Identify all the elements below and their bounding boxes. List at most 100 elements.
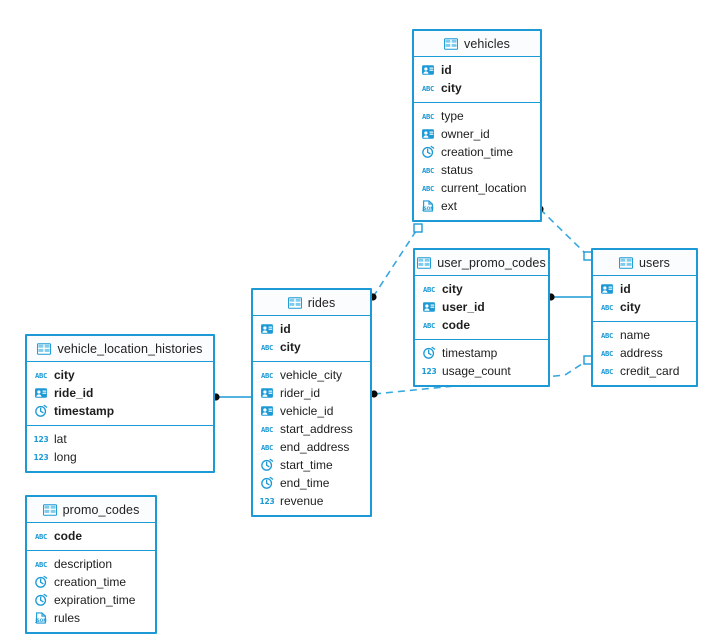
primary-key-field-timestamp[interactable]: timestamp [27,402,213,420]
svg-text:123: 123 [34,453,48,462]
field-label: start_time [280,458,333,472]
field-end_time[interactable]: end_time [253,474,370,492]
field-owner_id[interactable]: owner_id [414,125,540,143]
field-description[interactable]: ABC description [27,555,155,573]
primary-key-field-user_id[interactable]: user_id [415,298,548,316]
field-label: code [54,529,83,543]
field-label: address [620,346,663,360]
svg-text:JSON: JSON [34,618,46,623]
entity-header-vehicles[interactable]: vehicles [414,31,540,57]
entity-header-users[interactable]: users [593,250,696,276]
svg-text:ABC: ABC [261,371,273,380]
id-card-icon [35,388,47,398]
field-label: city [620,300,641,314]
entity-title: users [638,255,671,270]
field-label: creation_time [441,145,514,159]
primary-key-field-code[interactable]: ABC code [415,316,548,334]
field-label: end_address [280,440,350,454]
field-label: id [280,322,291,336]
field-timestamp[interactable]: timestamp [415,344,548,362]
entity-header-vehicle_location_histories[interactable]: vehicle_location_histories [27,336,213,362]
entity-header-promo_codes[interactable]: promo_codes [27,497,155,523]
field-rider_id[interactable]: rider_id [253,384,370,402]
field-label: city [54,368,75,382]
clock-icon [422,145,435,158]
svg-text:ABC: ABC [261,425,273,434]
field-label: code [442,318,471,332]
field-label: rider_id [280,386,321,400]
id-card-icon [423,302,435,312]
primary-key-field-id[interactable]: id [593,280,696,298]
entity-header-rides[interactable]: rides [253,290,370,316]
id-card-icon [261,324,273,334]
abc-icon: ABC [35,371,47,380]
field-label: usage_count [442,364,511,378]
field-start_time[interactable]: start_time [253,456,370,474]
table-icon [42,503,57,516]
relationship-rel-upc-users[interactable] [547,293,591,301]
123-icon: 123 [34,453,48,462]
field-vehicle_id[interactable]: vehicle_id [253,402,370,420]
field-label: lat [54,432,67,446]
field-creation_time[interactable]: creation_time [27,573,155,591]
entity-title: promo_codes [62,502,140,517]
table-icon [417,256,432,269]
field-label: description [54,557,113,571]
abc-icon: ABC [423,321,435,330]
field-expiration_time[interactable]: expiration_time [27,591,155,609]
field-creation_time[interactable]: creation_time [414,143,540,161]
field-rules[interactable]: JSON rules [27,609,155,627]
primary-key-field-id[interactable]: id [253,320,370,338]
abc-icon: ABC [261,443,273,452]
field-label: expiration_time [54,593,136,607]
field-label: id [620,282,631,296]
id-card-icon [422,65,434,75]
svg-text:ABC: ABC [422,112,434,121]
primary-key-field-ride_id[interactable]: ride_id [27,384,213,402]
field-end_address[interactable]: ABC end_address [253,438,370,456]
clock-icon [423,346,436,359]
abc-icon: ABC [422,112,434,121]
field-label: rules [54,611,81,625]
field-label: city [442,282,463,296]
field-label: city [280,340,301,354]
relationship-rel-vlh-rides[interactable] [212,393,251,401]
primary-key-field-city[interactable]: ABC city [27,366,213,384]
clock-icon [261,476,274,489]
field-label: user_id [442,300,485,314]
field-label: ext [441,199,458,213]
primary-key-field-id[interactable]: id [414,61,540,79]
entity-header-user_promo_codes[interactable]: user_promo_codes [415,250,548,276]
svg-text:ABC: ABC [35,560,47,569]
123-icon: 123 [260,497,274,506]
